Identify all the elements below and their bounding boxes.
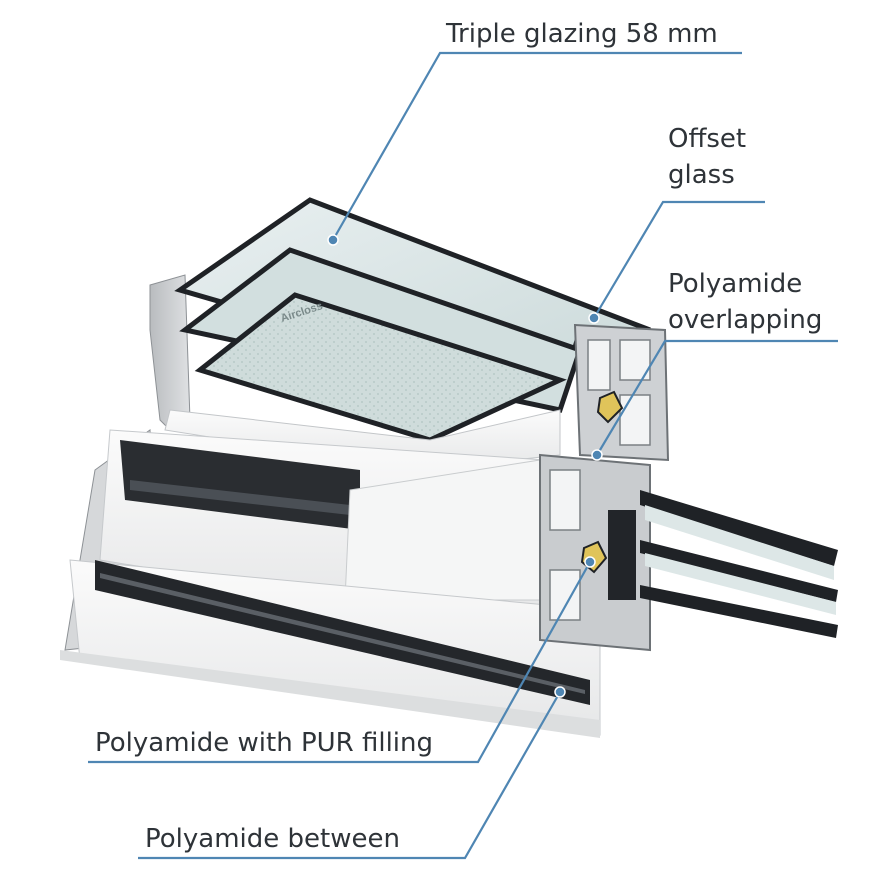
right-glass-pane-3 — [640, 585, 838, 638]
label-polyamide-between-text: Polyamide between — [145, 824, 400, 854]
label-polyamide-between: Polyamide between — [145, 822, 400, 858]
leader-line-polyamide-pur — [88, 561, 591, 764]
right-glass-pane-1-face — [645, 505, 834, 580]
polyamide-strip-lower-highlight — [100, 573, 585, 694]
profile-chamber-1 — [587, 339, 611, 391]
profile-chamber-3 — [619, 394, 651, 446]
right-glass-pane-1 — [640, 490, 838, 566]
profile-chamber-5 — [549, 569, 581, 621]
leader-line-triple-glazing — [332, 51, 742, 241]
leader-dots — [327, 234, 603, 698]
label-offset-glass: Offset glass — [668, 122, 746, 194]
label-polyamide-overlapping-line1: Polyamide — [668, 269, 803, 299]
label-triple-glazing: Triple glazing 58 mm — [446, 17, 718, 53]
leader-lines — [88, 51, 838, 860]
leader-dot-polyamide-pur — [584, 556, 596, 568]
leader-dot-polyamide-between — [554, 686, 566, 698]
label-polyamide-pur-text: Polyamide with PUR filling — [95, 728, 434, 758]
glass-pane-inner — [194, 292, 567, 443]
leader-dot-polyamide-overlapping — [591, 449, 603, 461]
leader-dot-offset-glass — [588, 312, 600, 324]
leader-line-offset-glass — [593, 200, 765, 319]
label-polyamide-overlapping: Polyamide overlapping — [668, 267, 822, 339]
leader-dot-triple-glazing — [327, 234, 339, 246]
profile-chamber-4 — [549, 469, 581, 531]
gasket-stripe-upper-highlight — [130, 480, 350, 515]
label-polyamide-pur: Polyamide with PUR filling — [95, 726, 433, 762]
polyamide-insert-upper — [596, 390, 624, 424]
sill-base-shadow — [60, 650, 600, 738]
label-offset-glass-line2: glass — [668, 159, 735, 190]
right-glass-pane-2 — [640, 540, 838, 602]
leader-line-polyamide-overlapping — [596, 339, 838, 456]
label-offset-glass-line1: Offset — [668, 124, 747, 154]
left-frame-end — [149, 274, 191, 431]
profile-dark-core — [608, 510, 636, 600]
right-glass-pane-2-face — [645, 553, 836, 615]
leader-line-polyamide-between — [138, 691, 561, 860]
label-triple-glazing-text: Triple glazing 58 mm — [446, 19, 718, 49]
label-polyamide-overlapping-line2: overlapping — [668, 304, 823, 335]
